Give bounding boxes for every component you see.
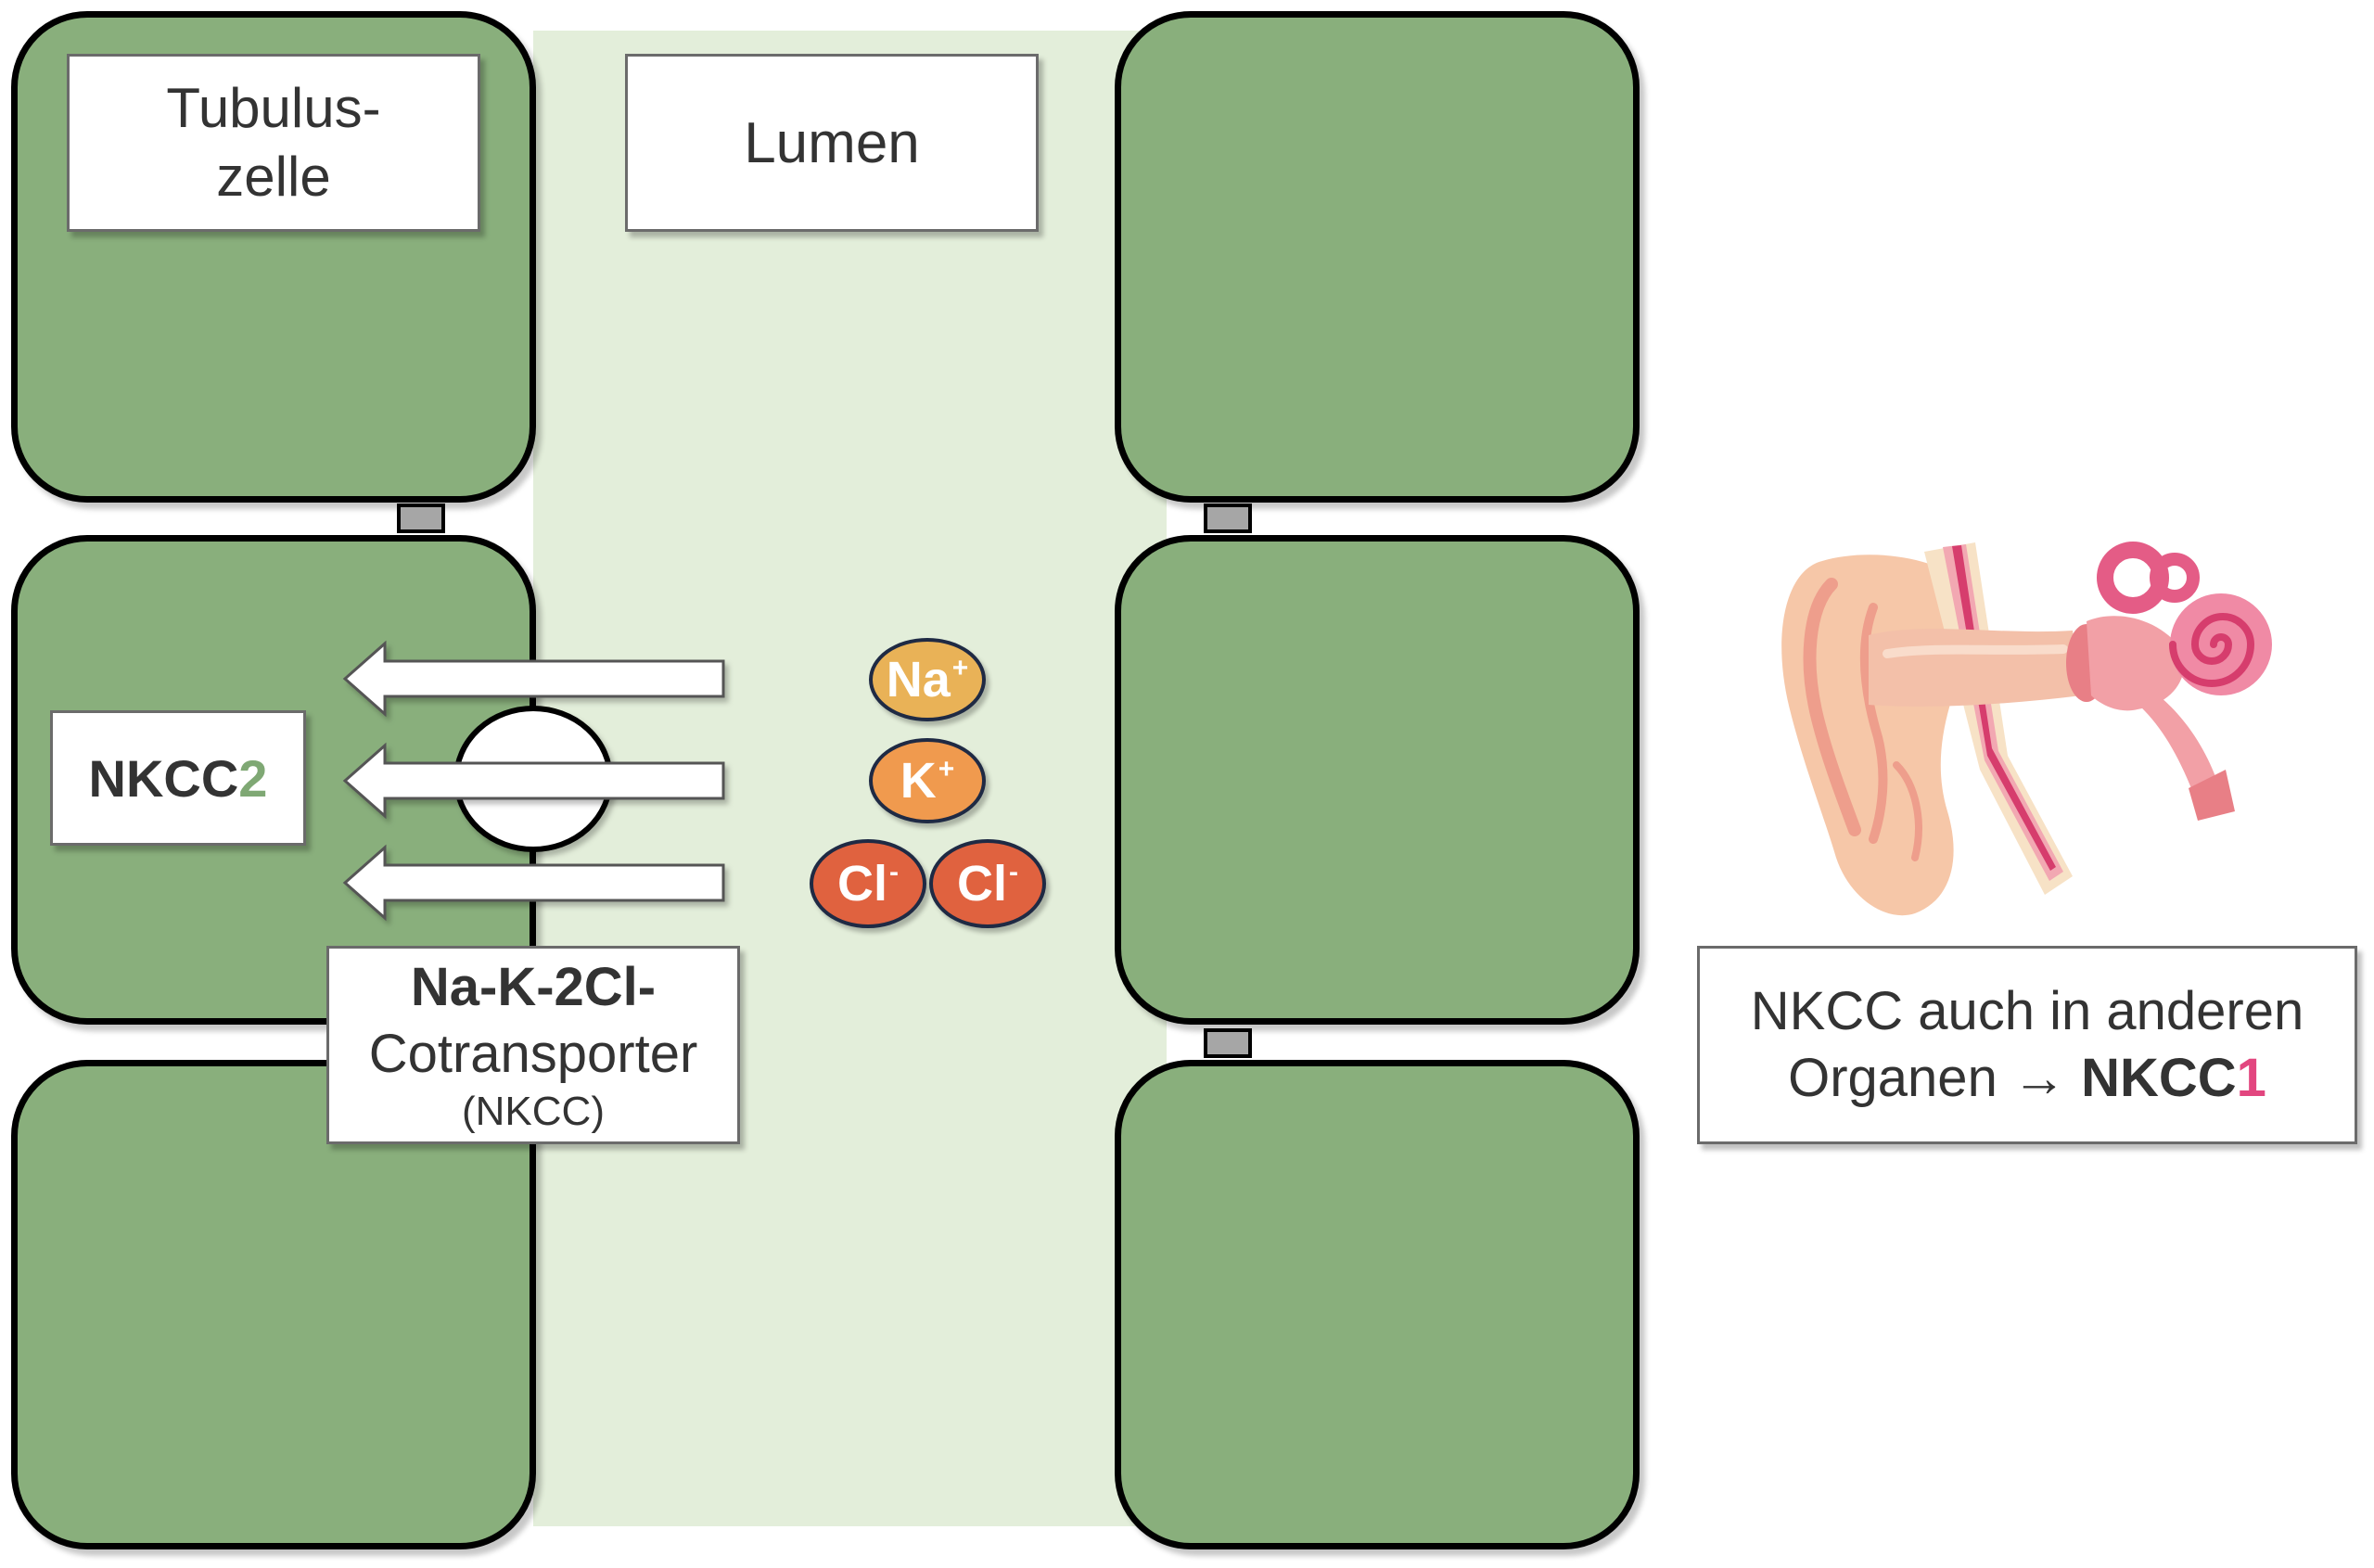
lumen-label-text: Lumen	[744, 110, 920, 175]
cotransporter-label: Na-K-2Cl- Cotransporter (NKCC)	[326, 946, 740, 1144]
tubule-cell-right-middle	[1115, 535, 1640, 1025]
ion-chloride-charge: -	[1009, 857, 1018, 887]
ear-anatomy-icon	[1781, 542, 2272, 916]
organs-label: NKCC auch in anderen Organen → NKCC1	[1697, 946, 2357, 1144]
organs-nkcc-prefix: NKCC	[2081, 1048, 2237, 1108]
transport-diagram	[342, 640, 725, 922]
organs-nkcc-suffix: 1	[2236, 1048, 2266, 1108]
ion-chloride: Cl-	[810, 839, 926, 928]
tight-junction	[397, 504, 445, 533]
cell-label: Tubulus- zelle	[67, 54, 480, 232]
cell-label-line2: zelle	[216, 146, 331, 208]
ion-potassium-symbol: K	[900, 753, 937, 809]
tubule-cell-right-top	[1115, 11, 1640, 503]
ion-sodium-symbol: Na	[886, 652, 951, 708]
ion-chloride-symbol: Cl	[837, 856, 887, 911]
left-arrow-icon	[342, 742, 725, 820]
organs-line2-prefix: Organen →	[1788, 1048, 2082, 1108]
tight-junction	[1204, 504, 1252, 533]
lumen-label: Lumen	[625, 54, 1039, 232]
ion-chloride: Cl-	[929, 839, 1046, 928]
nkcc2-suffix: 2	[238, 748, 268, 808]
organs-line2: Organen → NKCC1	[1788, 1045, 2266, 1112]
ion-chloride-symbol: Cl	[957, 856, 1007, 911]
nkcc2-prefix: NKCC	[88, 748, 239, 808]
tight-junction	[1204, 1028, 1252, 1058]
ion-sodium: Na+	[869, 638, 986, 721]
cotransporter-line2: Cotransporter	[368, 1024, 698, 1084]
left-arrow-icon	[342, 844, 725, 922]
ion-sodium-charge: +	[951, 653, 969, 683]
ion-potassium: K+	[869, 738, 986, 823]
left-arrow-icon	[342, 640, 725, 718]
organs-line1: NKCC auch in anderen	[1750, 981, 2304, 1041]
cotransporter-line1: Na-K-2Cl-	[410, 957, 657, 1017]
cell-label-line1: Tubulus-	[166, 77, 381, 139]
ion-potassium-charge: +	[938, 754, 955, 784]
tubule-cell-right-bottom	[1115, 1060, 1640, 1549]
ion-chloride-charge: -	[889, 857, 899, 887]
cotransporter-line3: (NKCC)	[462, 1089, 605, 1134]
